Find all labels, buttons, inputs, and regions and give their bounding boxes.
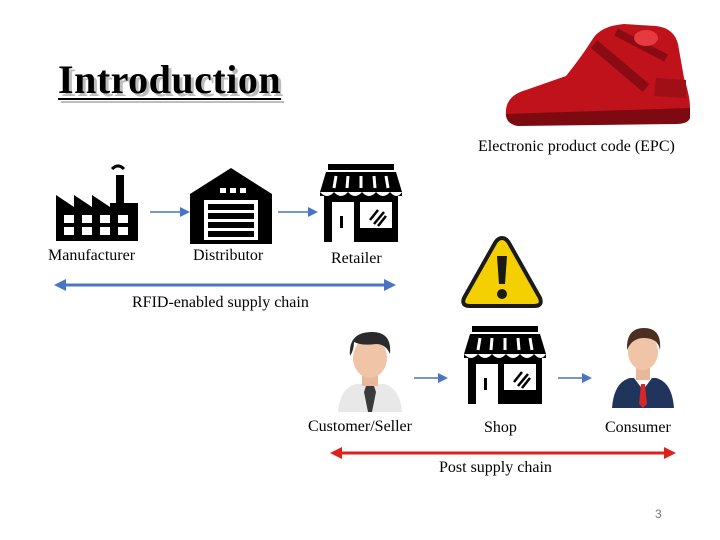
arrow-right (558, 372, 592, 384)
store-icon (462, 326, 548, 406)
seller-avatar (332, 326, 408, 412)
page-number: 3 (655, 507, 662, 521)
consumer-avatar (608, 322, 678, 408)
node-distributor: Distributor (193, 247, 264, 264)
epc-label: Electronic product code (EPC) (478, 138, 675, 155)
page-title-shadow: Introduction (61, 60, 285, 105)
post-chain-label: Post supply chain (439, 459, 552, 476)
node-shop: Shop (484, 419, 517, 436)
sneaker-image (496, 18, 696, 128)
node-customer-seller: Customer/Seller (308, 418, 412, 435)
rfid-chain-label: RFID-enabled supply chain (132, 294, 309, 311)
arrow-right (278, 206, 318, 218)
node-manufacturer: Manufacturer (48, 247, 136, 264)
page-title: Introduction (58, 57, 282, 102)
node-retailer: Retailer (331, 250, 382, 267)
arrow-right (150, 206, 190, 218)
arrow-right (414, 372, 448, 384)
warehouse-icon (190, 168, 272, 244)
store-icon (318, 164, 404, 244)
post-chain-span-arrow (330, 446, 676, 460)
warning-icon (460, 234, 544, 310)
node-consumer: Consumer (605, 419, 671, 436)
rfid-chain-span-arrow (54, 278, 396, 292)
factory-icon (54, 163, 140, 243)
